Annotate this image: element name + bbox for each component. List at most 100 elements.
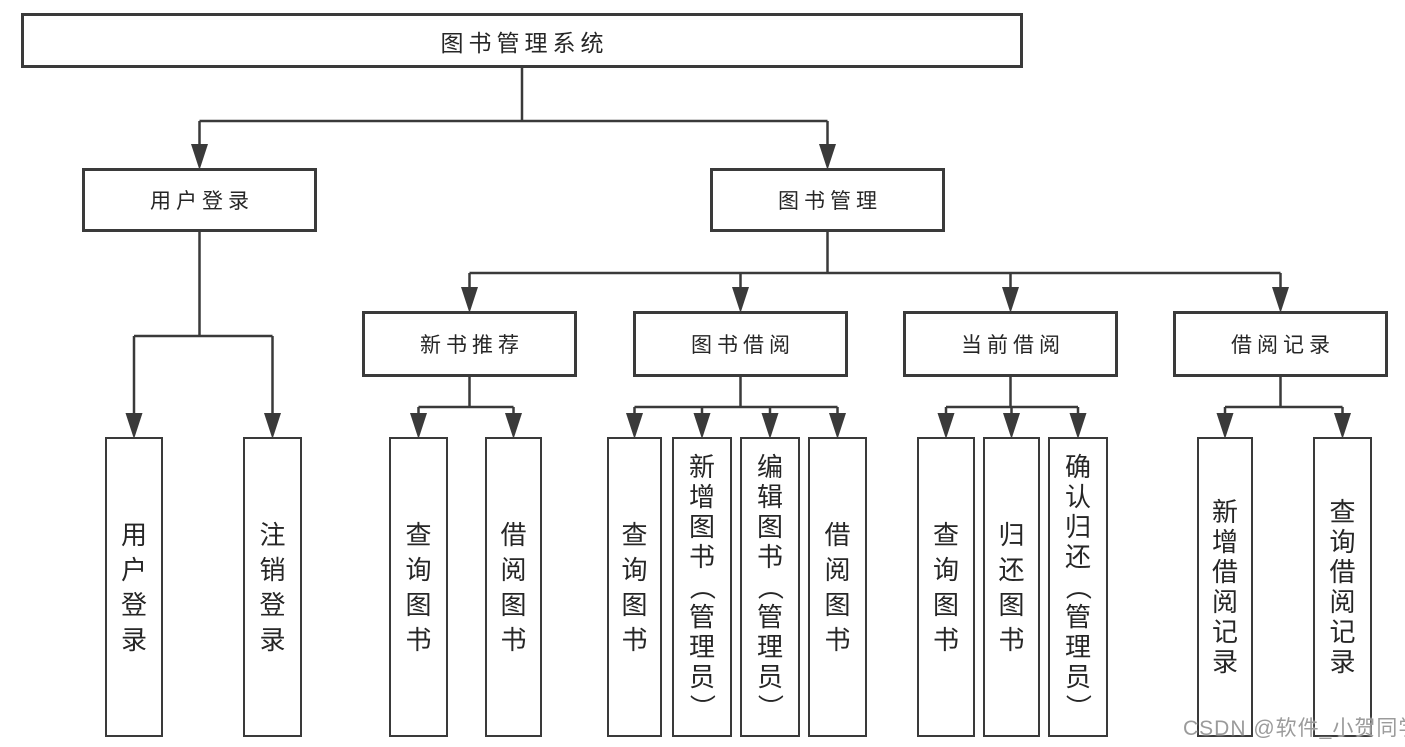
glyph: 书 bbox=[621, 624, 648, 655]
glyph: 管 bbox=[1064, 602, 1091, 632]
glyph: 查 bbox=[1329, 497, 1356, 527]
node-label: 新增图书（管理员） bbox=[674, 439, 730, 735]
node-book-borrowing: 图书借阅 bbox=[633, 311, 848, 377]
glyph: 登 bbox=[120, 589, 147, 620]
glyph: 户 bbox=[120, 554, 147, 585]
glyph: 图 bbox=[932, 589, 959, 620]
glyph: 查 bbox=[932, 519, 959, 550]
glyph: 注 bbox=[259, 519, 286, 550]
glyph: （ bbox=[1062, 573, 1093, 601]
glyph: 理 bbox=[756, 632, 783, 662]
leaf-add-borrow-record: 新增借阅记录 bbox=[1197, 437, 1253, 737]
glyph: 图 bbox=[405, 589, 432, 620]
node-label: 新增借阅记录 bbox=[1199, 439, 1251, 735]
node-borrowing-records: 借阅记录 bbox=[1173, 311, 1388, 377]
arrowhead-down-icon bbox=[1069, 413, 1087, 439]
leaf-query-books-current: 查询图书 bbox=[917, 437, 975, 737]
glyph: 新 bbox=[688, 452, 715, 482]
node-label: 注销登录 bbox=[245, 439, 300, 735]
glyph: 录 bbox=[1211, 647, 1238, 677]
arrowhead-down-icon bbox=[761, 413, 779, 439]
node-label: 归还图书 bbox=[985, 439, 1038, 735]
glyph: 书 bbox=[688, 542, 715, 572]
glyph: 增 bbox=[688, 482, 715, 512]
glyph: 询 bbox=[1329, 527, 1356, 557]
connector-current-children bbox=[944, 377, 1080, 417]
glyph: 理 bbox=[688, 632, 715, 662]
glyph: 新 bbox=[1211, 497, 1238, 527]
glyph: 图 bbox=[621, 589, 648, 620]
leaf-logout: 注销登录 bbox=[243, 437, 302, 737]
leaf-query-borrow-record: 查询借阅记录 bbox=[1313, 437, 1372, 737]
node-label: 图书借阅 bbox=[691, 334, 795, 357]
connector-records-children bbox=[1223, 377, 1344, 417]
glyph: 登 bbox=[259, 589, 286, 620]
glyph: ） bbox=[1062, 693, 1093, 721]
arrowhead-down-icon bbox=[410, 413, 427, 439]
glyph: 员 bbox=[688, 662, 715, 692]
leaf-borrow-books-recommend: 借阅图书 bbox=[485, 437, 542, 737]
glyph: 录 bbox=[1329, 647, 1356, 677]
glyph: 查 bbox=[405, 519, 432, 550]
arrowhead-down-icon bbox=[829, 413, 846, 439]
glyph: 图 bbox=[998, 589, 1025, 620]
glyph: （ bbox=[686, 573, 717, 601]
glyph: 书 bbox=[500, 624, 527, 655]
glyph: 书 bbox=[998, 624, 1025, 655]
glyph: 理 bbox=[1064, 632, 1091, 662]
glyph: 管 bbox=[756, 602, 783, 632]
glyph: 图 bbox=[756, 512, 783, 542]
connector-book-mgmt-children bbox=[468, 232, 1282, 291]
connector-root-to-level2 bbox=[198, 68, 829, 148]
glyph: 用 bbox=[120, 519, 147, 550]
leaf-query-books-recommend: 查询图书 bbox=[389, 437, 448, 737]
glyph: 录 bbox=[259, 624, 286, 655]
glyph: 编 bbox=[756, 452, 783, 482]
glyph: 图 bbox=[824, 589, 851, 620]
arrowhead-down-icon bbox=[819, 144, 836, 170]
glyph: 询 bbox=[621, 554, 648, 585]
node-label: 借阅记录 bbox=[1231, 334, 1335, 357]
arrowhead-down-icon bbox=[693, 413, 711, 439]
glyph: 员 bbox=[1064, 662, 1091, 692]
arrowhead-down-icon bbox=[125, 413, 143, 439]
glyph: 辑 bbox=[756, 482, 783, 512]
arrowhead-down-icon bbox=[1334, 413, 1351, 439]
glyph: 增 bbox=[1211, 527, 1238, 557]
node-label: 查询图书 bbox=[919, 439, 973, 735]
node-new-book-recommendation: 新书推荐 bbox=[362, 311, 577, 377]
glyph: 销 bbox=[259, 554, 286, 585]
arrowhead-down-icon bbox=[937, 413, 955, 439]
node-current-borrowing: 当前借阅 bbox=[903, 311, 1118, 377]
glyph: ） bbox=[754, 693, 785, 721]
leaf-confirm-return-admin: 确认归还（管理员） bbox=[1048, 437, 1108, 737]
glyph: 录 bbox=[120, 624, 147, 655]
leaf-borrow-books: 借阅图书 bbox=[808, 437, 867, 737]
glyph: 记 bbox=[1211, 617, 1238, 647]
node-label: 编辑图书（管理员） bbox=[742, 439, 798, 735]
node-label: 当前借阅 bbox=[961, 334, 1065, 357]
glyph: 阅 bbox=[824, 554, 851, 585]
arrowhead-down-icon bbox=[1002, 287, 1019, 313]
glyph: 记 bbox=[1329, 617, 1356, 647]
node-label: 用户登录 bbox=[107, 439, 161, 735]
arrowhead-down-icon bbox=[1216, 413, 1234, 439]
glyph: 还 bbox=[1064, 542, 1091, 572]
arrowhead-down-icon bbox=[626, 413, 643, 439]
node-label: 确认归还（管理员） bbox=[1050, 439, 1106, 735]
leaf-user-login: 用户登录 bbox=[105, 437, 163, 737]
arrowhead-down-icon bbox=[191, 144, 208, 170]
glyph: 借 bbox=[824, 519, 851, 550]
glyph: （ bbox=[754, 573, 785, 601]
arrowhead-down-icon bbox=[1003, 413, 1020, 439]
node-book-management: 图书管理 bbox=[710, 168, 945, 232]
leaf-edit-books-admin: 编辑图书（管理员） bbox=[740, 437, 800, 737]
glyph: 书 bbox=[405, 624, 432, 655]
node-label: 查询图书 bbox=[391, 439, 446, 735]
node-label: 借阅图书 bbox=[810, 439, 865, 735]
arrowhead-down-icon bbox=[1272, 287, 1289, 313]
arrowhead-down-icon bbox=[505, 413, 522, 439]
glyph: 借 bbox=[1211, 557, 1238, 587]
glyph: 借 bbox=[1329, 557, 1356, 587]
